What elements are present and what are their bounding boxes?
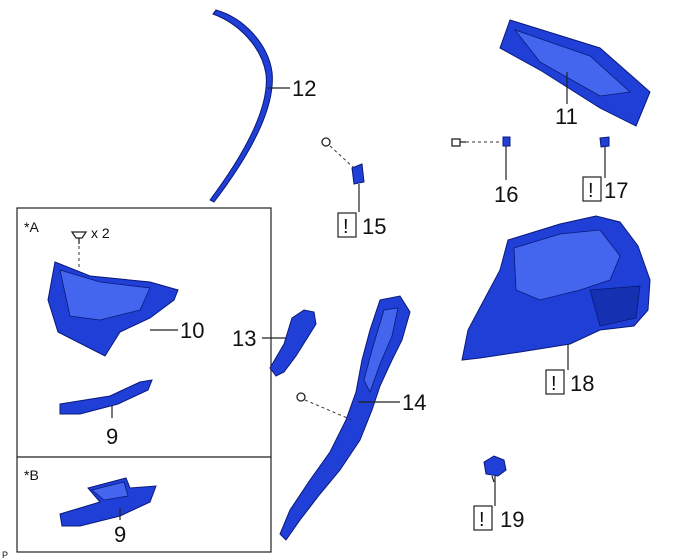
inset-frame — [16, 207, 272, 553]
part-16-bolt — [451, 136, 511, 147]
label-19: 19 — [500, 507, 524, 532]
part-9-garnish-b — [59, 477, 157, 527]
svg-text:!: ! — [551, 373, 557, 395]
svg-text:!: ! — [343, 216, 349, 238]
part-19-bracket — [483, 455, 507, 483]
warning-icon-17: ! — [582, 176, 602, 202]
label-16: 16 — [494, 182, 518, 207]
label-13: 13 — [232, 326, 256, 351]
part-17-clip — [599, 136, 610, 148]
bolt-icon — [451, 138, 461, 147]
part-13-trim-piece — [269, 309, 317, 377]
label-10: 10 — [180, 318, 204, 343]
label-15: 15 — [362, 214, 386, 239]
svg-text:!: ! — [588, 180, 594, 202]
part-14-screw — [296, 392, 353, 421]
label-14: 14 — [402, 390, 426, 415]
warning-icon-15: ! — [337, 212, 357, 238]
label-11: 11 — [555, 104, 578, 129]
part-14-pillar-trim — [279, 295, 411, 541]
label-9a: 9 — [106, 424, 118, 449]
corner-mark: P — [2, 550, 8, 560]
part-15-clip — [321, 137, 365, 185]
part-18-deck-side-trim — [461, 215, 651, 361]
part-10-quarter-trim — [47, 261, 179, 357]
svg-text:!: ! — [479, 509, 485, 531]
inset-label-a: *A — [24, 219, 39, 235]
part-11-back-panel-trim — [499, 19, 651, 127]
warning-icon-18: ! — [545, 369, 565, 395]
part-10-clip-fastener — [70, 231, 88, 268]
quantity-label: x 2 — [91, 225, 110, 241]
warning-icon-19: ! — [473, 505, 493, 531]
label-18: 18 — [570, 371, 594, 396]
clip-icon — [70, 231, 88, 239]
label-17: 17 — [604, 178, 628, 203]
inset-label-b: *B — [24, 467, 39, 483]
screw-icon — [321, 137, 331, 147]
part-9-garnish-a — [59, 379, 153, 415]
screw-icon — [296, 392, 306, 402]
label-12: 12 — [292, 76, 316, 101]
part-12-weatherstrip — [209, 9, 273, 203]
label-9b: 9 — [114, 522, 126, 547]
